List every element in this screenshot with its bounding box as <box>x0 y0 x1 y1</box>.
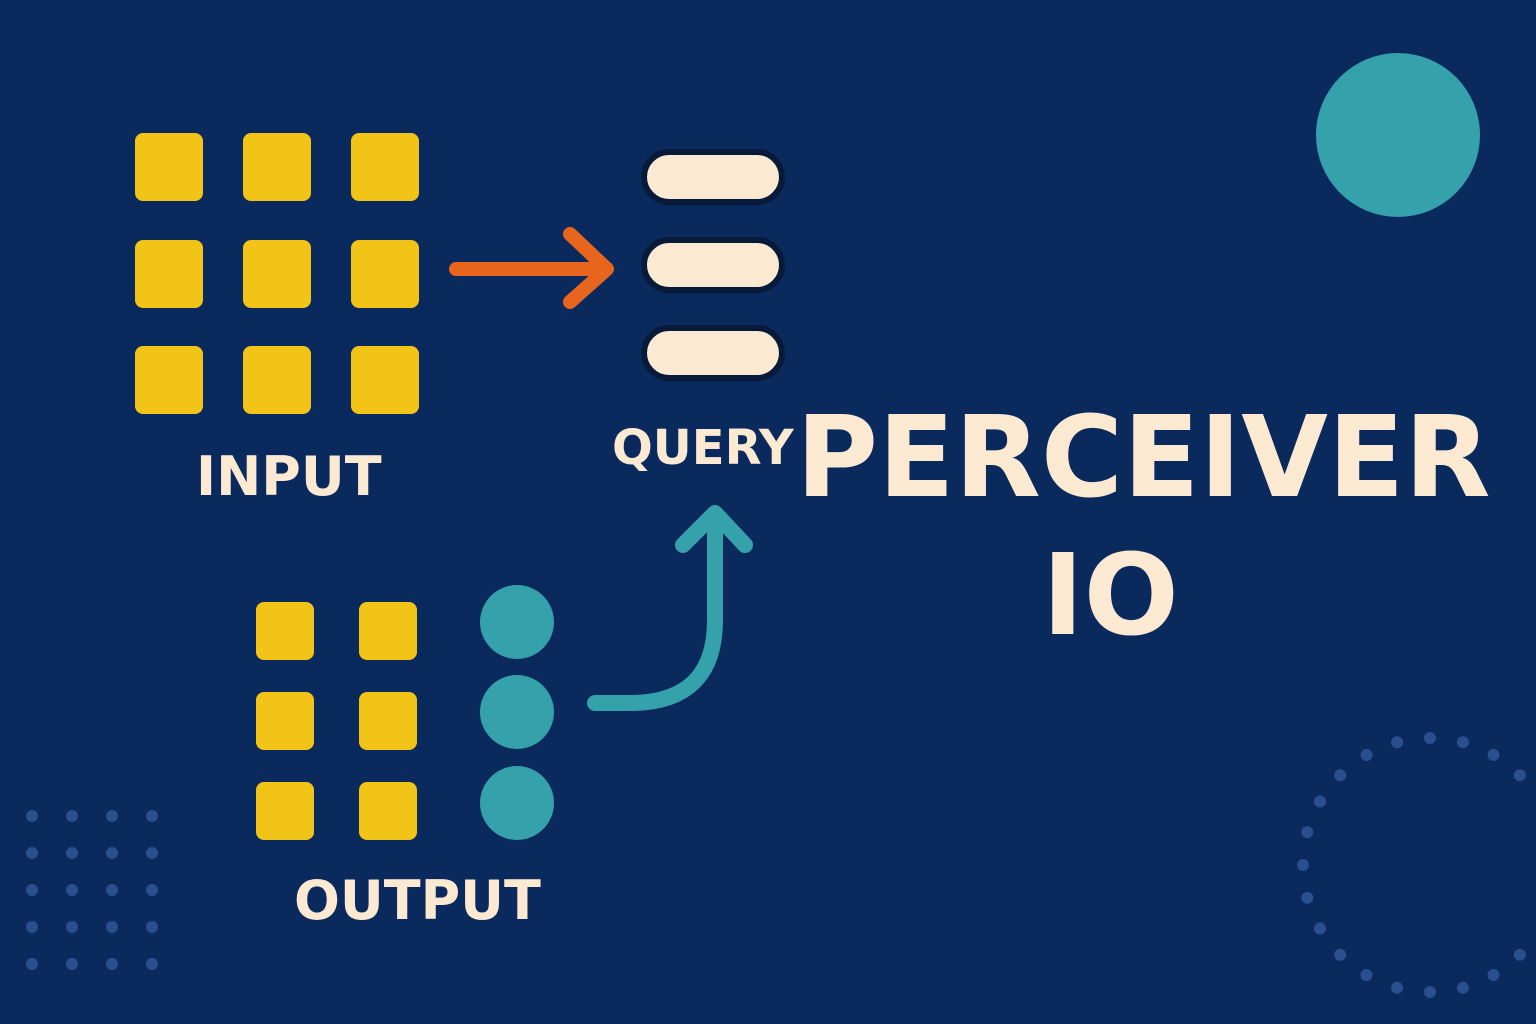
decorative-dot <box>146 847 158 859</box>
decorative-dot <box>66 958 78 970</box>
output-square <box>359 692 417 750</box>
decorative-dot <box>1424 732 1436 744</box>
decorative-dot <box>106 847 118 859</box>
input-label: INPUT <box>196 445 382 508</box>
output-label: OUTPUT <box>294 869 541 932</box>
decorative-dot <box>106 921 118 933</box>
output-circle <box>480 766 554 840</box>
orange-arrow-input-to-query <box>449 227 614 309</box>
decorative-dot <box>26 810 38 822</box>
teal-arrow-output-to-query <box>587 505 753 711</box>
decorative-dot <box>1456 736 1469 749</box>
decorative-dot <box>1424 986 1436 998</box>
output-circle <box>480 675 554 749</box>
input-square <box>135 133 203 201</box>
output-circle <box>480 585 554 659</box>
decorative-dot <box>1297 859 1309 871</box>
dot-ring-bottom-right <box>1297 732 1526 998</box>
input-square <box>135 346 203 414</box>
input-square <box>351 240 419 308</box>
output-square <box>359 602 417 660</box>
query-pill <box>641 149 785 205</box>
decorative-dot <box>26 958 38 970</box>
query-pill <box>641 325 785 381</box>
decorative-dot <box>1487 969 1500 981</box>
decorative-dot <box>66 884 78 896</box>
input-square <box>351 346 419 414</box>
decorative-dot <box>1360 969 1373 981</box>
query-pill <box>641 237 785 293</box>
decorative-dot <box>66 810 78 822</box>
decorative-dot <box>26 884 38 896</box>
decorative-dot <box>26 921 38 933</box>
decorative-dot <box>1513 769 1526 782</box>
decorative-dot <box>1456 981 1469 994</box>
decorative-dot <box>1487 749 1500 761</box>
decorative-dot <box>1314 922 1326 935</box>
decorative-dot <box>1334 769 1347 782</box>
output-square <box>256 692 314 750</box>
decorative-dot <box>66 921 78 933</box>
decorative-dot <box>1314 795 1326 808</box>
input-square <box>243 240 311 308</box>
title-line-1: PERCEIVER <box>796 393 1491 523</box>
input-square <box>351 133 419 201</box>
decorative-dot <box>106 958 118 970</box>
title-line-2: IO <box>1042 531 1179 661</box>
decorative-dot <box>26 847 38 859</box>
decorative-dot <box>146 958 158 970</box>
input-square <box>243 133 311 201</box>
output-square <box>256 602 314 660</box>
decorative-dot <box>1513 948 1526 961</box>
teal-circle-decoration <box>1316 53 1480 217</box>
decorative-dot <box>106 810 118 822</box>
decorative-dot <box>1391 736 1404 749</box>
decorative-dot <box>106 884 118 896</box>
output-square <box>256 782 314 840</box>
input-square <box>243 346 311 414</box>
decorative-dot <box>146 884 158 896</box>
decorative-dot <box>66 847 78 859</box>
decorative-dot <box>1301 891 1314 904</box>
decorative-dot <box>146 810 158 822</box>
decorative-dot <box>146 921 158 933</box>
dot-grid-bottom-left <box>26 810 158 970</box>
output-square <box>359 782 417 840</box>
query-label: QUERY <box>612 420 794 476</box>
decorative-dot <box>1301 826 1314 839</box>
decorative-dot <box>1360 749 1373 761</box>
decorative-dot <box>1391 981 1404 994</box>
input-square <box>135 240 203 308</box>
decorative-dot <box>1334 948 1347 961</box>
